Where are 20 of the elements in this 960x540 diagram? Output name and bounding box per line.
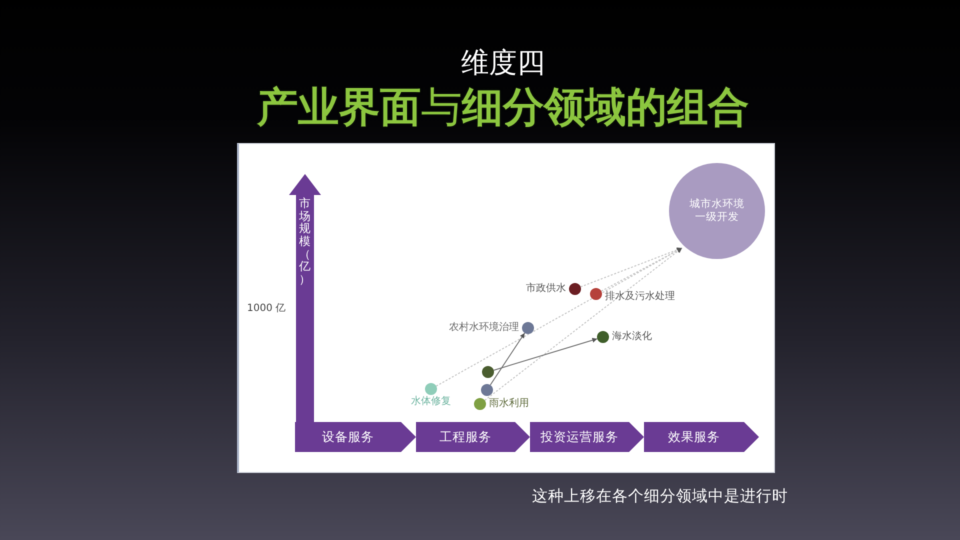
point-label: 排水及污水处理	[605, 291, 675, 303]
process-step: 工程服务	[416, 422, 530, 452]
process-step: 效果服务	[644, 422, 759, 452]
process-step: 设备服务	[295, 422, 416, 452]
point-label: 海水淡化	[612, 331, 652, 343]
point-label: 水体修复	[411, 396, 451, 408]
point-label: 市政供水	[526, 283, 566, 295]
slide-title: 产业界面与细分领域的组合	[256, 82, 750, 133]
axis-title: 市场规模（亿）	[299, 197, 310, 286]
caption: 这种上移在各个细分领域中是进行时	[532, 486, 788, 507]
dotted-arrow	[580, 247, 682, 288]
point-label: 农村水环境治理	[449, 322, 519, 334]
process-step: 投资运营服务	[530, 422, 644, 452]
axis-tick-label: 1000 亿	[247, 302, 286, 315]
arrow	[490, 332, 526, 386]
point-label: 雨水利用	[489, 398, 529, 410]
dotted-arrow	[484, 248, 682, 401]
slide-subtitle: 维度四	[460, 45, 546, 81]
dotted-arrow	[600, 248, 682, 292]
arrow	[493, 338, 598, 371]
